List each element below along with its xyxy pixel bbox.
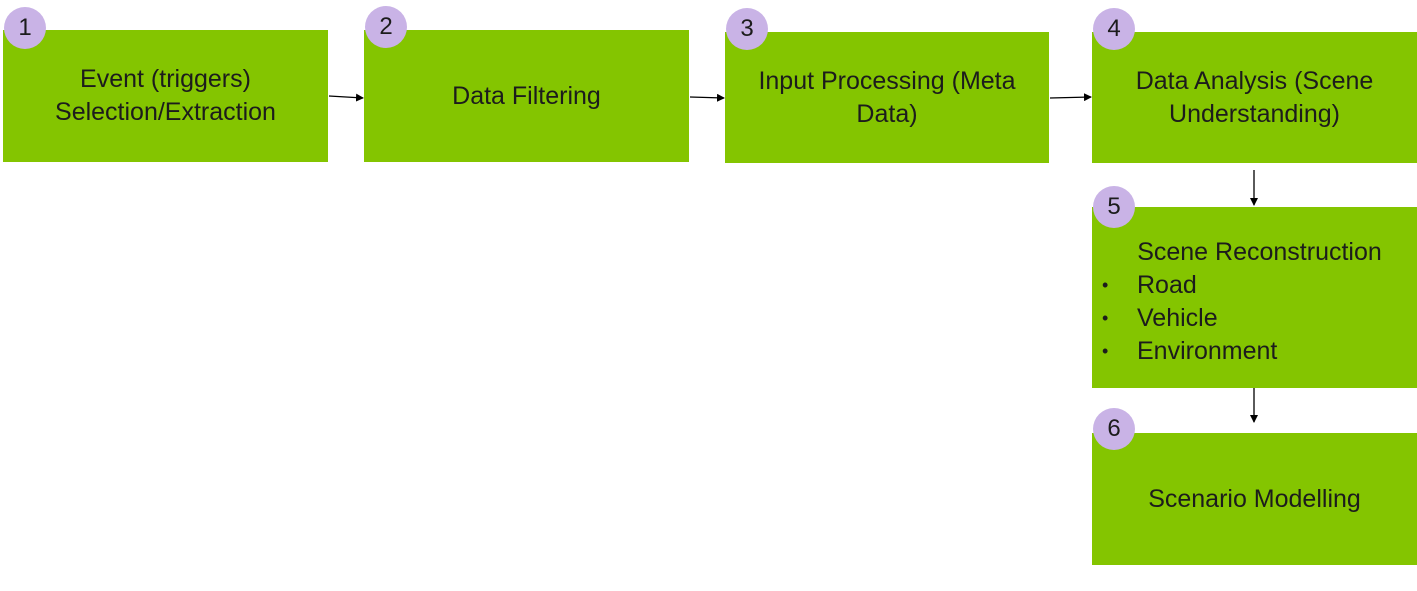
- step-number-badge: 5: [1093, 186, 1135, 228]
- step-number: 3: [740, 15, 754, 42]
- bullet-icon: •: [1102, 275, 1109, 295]
- step-box-event-selection: Event (triggers) Selection/Extraction: [3, 30, 328, 162]
- step-number: 4: [1107, 15, 1121, 42]
- step-box-scenario-modelling: Scenario Modelling: [1092, 433, 1417, 565]
- step-box-data-analysis: Data Analysis (Scene Understanding): [1092, 32, 1417, 163]
- list-item: • Vehicle: [1102, 302, 1417, 335]
- step-title: Data Analysis (Scene Understanding): [1135, 66, 1374, 128]
- step-number: 6: [1107, 415, 1121, 442]
- step-number-badge: 1: [4, 7, 46, 49]
- list-item-label: Vehicle: [1137, 304, 1218, 332]
- step-title: Scene Reconstruction: [1137, 238, 1382, 266]
- step-box-scene-reconstruction: Scene Reconstruction • Road • Vehicle • …: [1092, 207, 1417, 388]
- list-item-label: Environment: [1137, 337, 1278, 365]
- step-number-badge: 3: [726, 8, 768, 50]
- bullet-icon: •: [1102, 341, 1109, 361]
- step-number-badge: 2: [365, 6, 407, 48]
- arrow-3-to-4: [1049, 93, 1092, 102]
- step-box-data-filtering: Data Filtering: [364, 30, 689, 162]
- step-title: Event (triggers) Selection/Extraction: [55, 65, 276, 126]
- step-title: Data Filtering: [452, 81, 601, 110]
- step-number: 2: [379, 13, 393, 40]
- arrow-2-to-3: [689, 93, 725, 102]
- list-item: • Environment: [1102, 335, 1417, 368]
- step-number: 5: [1107, 193, 1121, 220]
- step-number-badge: 4: [1093, 8, 1135, 50]
- step-title: Scenario Modelling: [1148, 484, 1361, 513]
- step-number-badge: 6: [1093, 408, 1135, 450]
- step-title: Input Processing (Meta Data): [758, 66, 1016, 128]
- step-box-input-processing: Input Processing (Meta Data): [725, 32, 1049, 163]
- arrow-1-to-2: [328, 93, 364, 102]
- step-number: 1: [18, 14, 32, 41]
- reconstruction-items: • Road • Vehicle • Environment: [1092, 269, 1417, 368]
- list-item-label: Road: [1137, 271, 1197, 299]
- bullet-icon: •: [1102, 308, 1109, 328]
- list-item: • Road: [1102, 269, 1417, 302]
